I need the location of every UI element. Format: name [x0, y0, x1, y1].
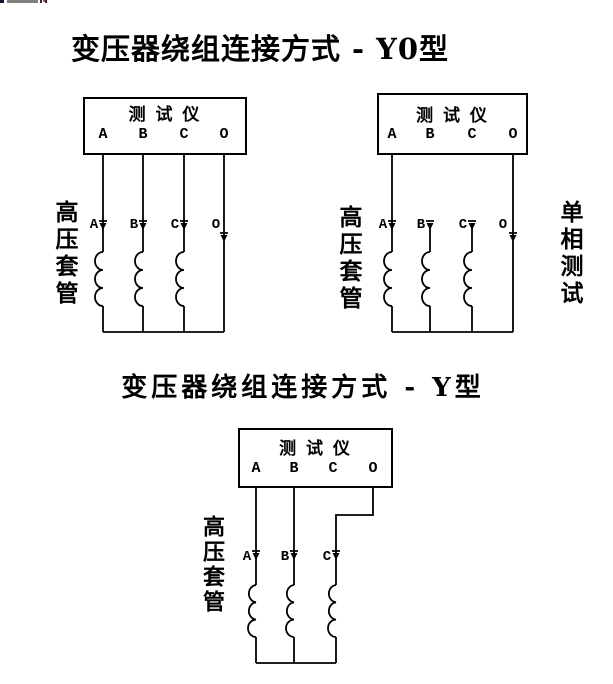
d1-bushing-o: O — [211, 217, 221, 233]
d1-bushing-a: A — [89, 217, 99, 233]
d1-clamp-b — [139, 223, 147, 230]
d3-clamp-b — [290, 553, 298, 560]
d1-terminal-c: C — [179, 126, 189, 143]
corner-artifact-gray-bar — [7, 0, 38, 3]
d2-bushing-c: C — [458, 217, 468, 233]
corner-artifact-dark-speck — [40, 0, 42, 3]
d3-bushing-b: B — [280, 549, 290, 565]
corner-artifact-orange-speck — [43, 0, 45, 2]
d3-wires — [247, 481, 374, 664]
d2-coil-b — [421, 251, 431, 307]
d2-bushing-o: O — [498, 217, 508, 233]
d1-coil-c — [175, 251, 185, 307]
d2-coil-a — [383, 251, 393, 307]
d3-clamp-a — [252, 553, 260, 560]
d1-bushing-c: C — [170, 217, 180, 233]
title-y-type: 变压器绕组连接方式 - Y型 — [121, 373, 485, 403]
d1-terminal-o: O — [219, 126, 229, 143]
d1-coil-b — [134, 251, 144, 307]
d3-bushing-a: A — [242, 549, 252, 565]
d1-clamp-a — [99, 223, 107, 230]
d2-tester-box — [377, 93, 528, 155]
d1-clamp-c — [180, 223, 188, 230]
corner-artifact — [0, 0, 50, 5]
d2-clamp-ticks — [388, 220, 517, 234]
d3-coil-a — [247, 584, 257, 638]
d1-hv-bushing-label: 高压套管 — [51, 200, 78, 308]
d1-terminal-b: B — [138, 126, 148, 143]
d2-terminal-c: C — [467, 126, 477, 143]
title-y0-type: 变压器绕组连接方式 - Y0型 — [70, 32, 450, 66]
d1-clamp-ticks — [99, 220, 228, 234]
d1-tester-box — [83, 97, 247, 155]
d3-terminal-o: O — [368, 460, 378, 477]
corner-artifact-dark-left — [0, 0, 4, 3]
d2-tester-label: 测 试 仪 — [416, 106, 489, 126]
d1-coil-a — [94, 251, 104, 307]
d2-single-phase-label: 单相测试 — [556, 200, 583, 308]
d1-tester-label: 测 试 仪 — [128, 105, 202, 125]
d2-terminal-a: A — [387, 126, 397, 143]
d2-bushing-b: B — [416, 217, 426, 233]
d3-arrows — [252, 477, 377, 560]
d1-wires — [94, 148, 228, 333]
d3-tester-box — [238, 428, 393, 488]
d2-coil-c — [463, 251, 473, 307]
d3-terminal-b: B — [289, 460, 299, 477]
d2-terminal-b: B — [425, 126, 435, 143]
d3-coil-c — [327, 584, 337, 638]
d2-clamp-o — [509, 235, 517, 242]
d2-terminal-o: O — [508, 126, 518, 143]
d1-clamp-o — [220, 235, 228, 242]
d3-bushing-c: C — [322, 549, 332, 565]
d3-terminal-c: C — [328, 460, 338, 477]
d3-tester-label: 测 试 仪 — [279, 439, 352, 459]
d3-coil-b — [285, 584, 295, 638]
d2-hv-bushing-label: 高压套管 — [335, 205, 362, 313]
d2-clamp-b — [426, 223, 434, 230]
d2-wires — [383, 148, 517, 333]
d2-clamp-c — [468, 223, 476, 230]
d3-clamp-c — [332, 553, 340, 560]
d3-hv-bushing-label: 高压套管 — [199, 515, 225, 615]
d2-clamp-a — [388, 223, 396, 230]
d2-bushing-a: A — [378, 217, 388, 233]
d1-bushing-b: B — [129, 217, 139, 233]
corner-artifact-navy-speck — [45, 0, 47, 3]
d1-terminal-a: A — [98, 126, 108, 143]
d3-terminal-a: A — [251, 460, 261, 477]
